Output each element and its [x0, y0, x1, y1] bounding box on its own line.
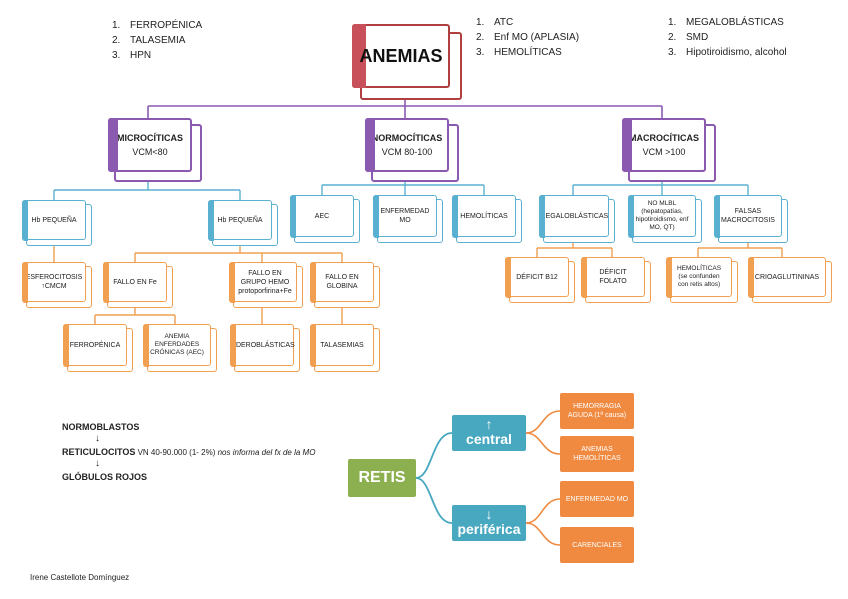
retis-periferica-box: ↓ periférica — [452, 505, 526, 541]
box-label: Hb PEQUEÑA — [31, 216, 77, 224]
box-label: FALSAS MACROCITOSIS — [721, 208, 775, 224]
box-hemorragia-aguda: HEMORRAGIA AGUDA (1ª causa) — [560, 393, 634, 429]
list-item: 3.HEMOLÍTICAS — [476, 47, 562, 58]
box-megaloblasticas: MEGALOBLÁSTICAS — [538, 194, 609, 238]
box-label: TALASEMIAS — [320, 341, 364, 349]
category-name: MACROCÍTICAS — [629, 133, 699, 143]
box-talasemias: TALASEMIAS — [309, 323, 374, 367]
box-label: HEMOLÍTICAS (se confunden con retis alto… — [676, 265, 722, 288]
category-vcm: VCM >100 — [642, 147, 686, 157]
arrow-up-icon: ↑ — [485, 416, 493, 432]
box-hemoliticas-retis: HEMOLÍTICAS (se confunden con retis alto… — [665, 256, 732, 298]
box-falsas-macrocitosis: FALSAS MACROCITOSIS — [713, 194, 782, 238]
category-macrociticas: MACROCÍTICAS VCM >100 — [622, 118, 706, 172]
retis-box: RETIS — [348, 459, 416, 497]
box-label: SIDEROBLÁSTICAS — [229, 341, 295, 349]
list-item: 2.SMD — [668, 32, 709, 43]
box-label: Hb PEQUEÑA — [217, 216, 263, 224]
retis-central-label: central — [466, 431, 512, 447]
category-microciticas: MICROCÍTICAS VCM<80 — [108, 118, 192, 172]
list-item: 1.FERROPÉNICA — [112, 20, 203, 31]
box-label: ANEMIA ENFERDADES CRÓNICAS (AEC) — [150, 333, 204, 356]
box-label: HEMOLÍTICAS — [460, 212, 508, 220]
retis-central-box: ↑ central — [452, 415, 526, 451]
box-label: CRIOAGLUTININAS — [754, 273, 820, 281]
category-name: NORMOCÍTICAS — [371, 133, 443, 143]
box-label: ENFERMEDAD MO — [380, 208, 430, 224]
list-item: 1.ATC — [476, 17, 514, 28]
box-label: DÉFICIT FOLATO — [599, 269, 627, 285]
down-arrow-icon: ↓ — [95, 433, 100, 444]
seq-reticulocitos-value: VN 40-90.000 (1- 2%) — [135, 448, 218, 457]
arrow-down-icon: ↓ — [485, 506, 493, 522]
list-normociticas-causes: 1.ATC 2.Enf MO (APLASIA) 3.HEMOLÍTICAS — [476, 15, 579, 60]
category-vcm: VCM 80-100 — [381, 147, 433, 157]
box-hb-pequena-1: Hb PEQUEÑA — [21, 199, 86, 241]
box-label: FALLO EN Fe — [113, 278, 157, 286]
seq-globulos-rojos: GLÓBULOS ROJOS — [62, 472, 148, 482]
list-item: 2.TALASEMIA — [112, 35, 186, 46]
author-credit: Irene Castellote Domínguez — [30, 573, 130, 582]
seq-reticulocitos: RETICULOCITOS VN 40-90.000 (1- 2%) nos i… — [62, 447, 315, 457]
list-microciticas-causes: 1.FERROPÉNICA 2.TALASEMIA 3.HPN — [112, 18, 202, 63]
box-crioaglutininas: CRIOAGLUTININAS — [747, 256, 826, 298]
box-label: FERROPÉNICA — [69, 341, 121, 349]
box-anemias-hemoliticas: ANEMIAS HEMOLÍTICAS — [560, 436, 634, 472]
list-item: 3.Hipotiroidismo, alcohol — [668, 47, 787, 58]
category-vcm: VCM<80 — [132, 147, 168, 157]
box-label: AEC — [314, 212, 330, 220]
list-item: 1.MEGALOBLÁSTICAS — [668, 17, 784, 28]
box-deficit-folato: DÉFICIT FOLATO — [580, 256, 645, 298]
category-name: MICROCÍTICAS — [117, 133, 183, 143]
list-item: 3.HPN — [112, 50, 152, 61]
seq-reticulocitos-note: nos informa del fx de la MO — [217, 448, 316, 457]
retis-periferica-label: periférica — [457, 521, 521, 537]
box-label: NO MLBL (hepatopatías, hipotiroidismo, e… — [635, 200, 689, 231]
box-aec: AEC — [289, 194, 354, 238]
diagram-title: ANEMIAS — [352, 24, 450, 88]
box-no-mlbl: NO MLBL (hepatopatías, hipotiroidismo, e… — [627, 194, 696, 238]
seq-normoblastos: NORMOBLASTOS — [62, 422, 140, 432]
down-arrow-icon: ↓ — [95, 458, 100, 469]
box-ferropenica: FERROPÉNICA — [62, 323, 127, 367]
list-item: 2.Enf MO (APLASIA) — [476, 32, 580, 43]
box-label: FALLO EN GLOBINA — [325, 274, 359, 290]
box-deficit-b12: DÉFICIT B12 — [504, 256, 569, 298]
box-label: FALLO EN GRUPO HEMO protoporfirina+Fe — [238, 269, 292, 295]
box-enfermedad-mo-retis: ENFERMEDAD MO — [560, 481, 634, 517]
box-label: DÉFICIT B12 — [516, 273, 558, 281]
box-hb-pequena-2: Hb PEQUEÑA — [207, 199, 272, 241]
box-anemia-ec: ANEMIA ENFERDADES CRÓNICAS (AEC) — [142, 323, 211, 367]
box-fallo-globina: FALLO EN GLOBINA — [309, 261, 374, 303]
box-sideroblasticas: SIDEROBLÁSTICAS — [229, 323, 295, 367]
title-text: ANEMIAS — [359, 45, 443, 66]
box-fallo-fe: FALLO EN Fe — [102, 261, 167, 303]
seq-reticulocitos-label: RETICULOCITOS — [62, 447, 136, 457]
box-enfermedad-mo: ENFERMEDAD MO — [372, 194, 437, 238]
box-label: MEGALOBLÁSTICAS — [539, 212, 609, 220]
list-macrociticas-causes: 1.MEGALOBLÁSTICAS 2.SMD 3.Hipotiroidismo… — [668, 15, 787, 60]
box-esferocitosis: ESFEROCITOSIS ↑CMCM — [21, 261, 86, 303]
box-hemoliticas: HEMOLÍTICAS — [451, 194, 516, 238]
box-carenciales: CARENCIALES — [560, 527, 634, 563]
category-normociticas: NORMOCÍTICAS VCM 80-100 — [365, 118, 449, 172]
box-label: ESFEROCITOSIS ↑CMCM — [25, 274, 83, 290]
box-fallo-grupo-hemo: FALLO EN GRUPO HEMO protoporfirina+Fe — [228, 261, 297, 303]
